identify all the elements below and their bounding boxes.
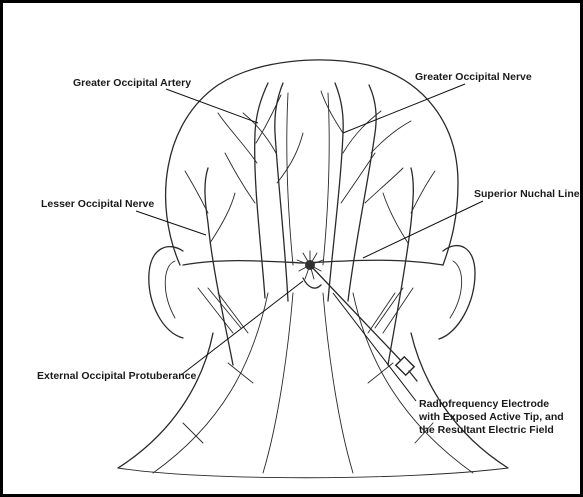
rf-electrode-hub <box>396 357 414 375</box>
lesser-occipital-nerve-left <box>205 168 233 365</box>
external-occipital-protuberance <box>303 278 321 288</box>
left-ear-inner <box>165 261 175 318</box>
nuchal-ligament-right <box>323 293 353 473</box>
leader-rfe <box>333 293 416 401</box>
label-radiofrequency-electrode: Radiofrequency Electrode with Exposed Ac… <box>419 398 564 437</box>
rf-label-line-3: the Resultant Electric Field <box>419 424 564 437</box>
gon-branches <box>321 91 381 203</box>
occipital-artery-right <box>348 85 376 301</box>
left-nerve2-branches <box>243 113 303 183</box>
rf-electrode-cable <box>409 371 417 381</box>
label-superior-nuchal-line: Superior Nuchal Line <box>474 188 580 201</box>
greater-occipital-nerve-right <box>328 83 343 301</box>
greater-occipital-artery-left <box>255 83 268 298</box>
label-external-occipital-protuberance: External Occipital Protuberance <box>37 370 196 383</box>
nuchal-ligament-left <box>263 293 293 473</box>
lon-right-branches <box>383 171 435 243</box>
label-lesser-occipital-nerve: Lesser Occipital Nerve <box>41 198 154 211</box>
label-greater-occipital-artery: Greater Occipital Artery <box>73 77 191 90</box>
right-ear-inner <box>450 261 462 318</box>
rf-label-line-1: Radiofrequency Electrode <box>419 398 564 411</box>
trapezius-left <box>153 293 268 473</box>
leader-lon <box>136 211 206 235</box>
midline-band-left <box>287 93 293 265</box>
rf-label-line-2: with Exposed Active Tip, and <box>419 411 564 424</box>
label-greater-occipital-nerve: Greater Occipital Nerve <box>415 71 532 84</box>
occipital-nerve-left-2 <box>275 83 288 301</box>
lon-left-branches <box>185 171 235 243</box>
leader-eop <box>181 281 303 375</box>
leader-goa <box>166 89 258 123</box>
neck-left <box>118 333 213 468</box>
lesser-occipital-nerve-right <box>388 168 413 365</box>
midline-band-right <box>323 93 329 265</box>
shoulder-base <box>118 468 508 478</box>
right-artery-branches <box>365 121 411 203</box>
leader-snl <box>363 201 483 258</box>
rf-electrode-needle <box>310 265 405 365</box>
leader-gon <box>343 84 465 133</box>
trapezius-right <box>353 293 473 473</box>
